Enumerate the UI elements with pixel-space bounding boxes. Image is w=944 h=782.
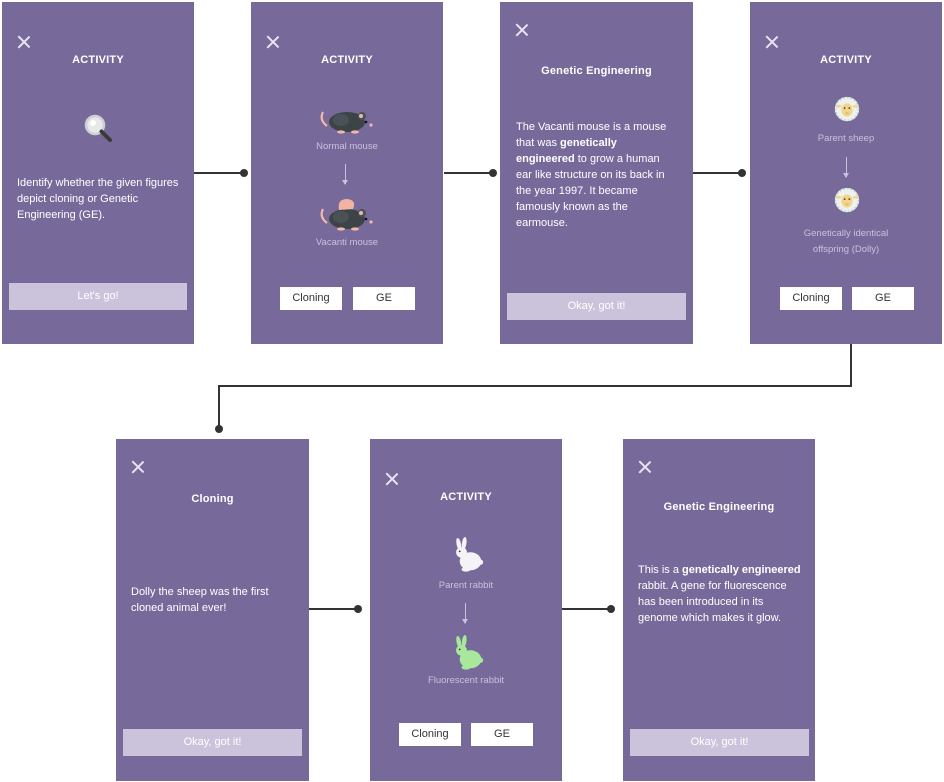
okay-got-it-button[interactable]: Okay, got it! <box>123 729 302 756</box>
parent-sheep-caption: Parent sheep <box>817 133 875 144</box>
connector-dot-6-7 <box>607 605 615 613</box>
vacanti-mouse-caption: Vacanti mouse <box>315 237 379 248</box>
sheep-icon <box>832 94 862 124</box>
down-arrow-icon <box>462 603 468 624</box>
card-ge-mouse-info: Genetic Engineering The Vacanti mouse is… <box>500 2 693 344</box>
card-title: ACTIVITY <box>321 54 373 66</box>
card-title: ACTIVITY <box>440 491 492 503</box>
connector-dot-1-2 <box>240 169 248 177</box>
close-icon[interactable] <box>132 461 144 473</box>
vacanti-mouse-icon <box>317 195 377 231</box>
parent-rabbit-caption: Parent rabbit <box>438 580 494 591</box>
sheep-icon <box>832 185 862 215</box>
card-ge-rabbit-info: Genetic Engineering This is a geneticall… <box>623 439 815 781</box>
connector-dot-4-5 <box>215 425 223 433</box>
connector-line-4-down <box>850 344 852 386</box>
mouse-icon <box>317 104 377 134</box>
card-title: Genetic Engineering <box>541 65 652 77</box>
card-title: ACTIVITY <box>820 54 872 66</box>
card-title: Genetic Engineering <box>663 501 775 513</box>
card-cloning-info: Cloning Dolly the sheep was the first cl… <box>116 439 309 781</box>
card-activity-rabbit: ACTIVITY Parent rabbit Fluorescent rabbi… <box>370 439 562 781</box>
down-arrow-icon <box>843 157 849 178</box>
rabbit-icon <box>448 537 484 573</box>
cloning-button[interactable]: Cloning <box>399 723 461 746</box>
dolly-caption: Genetically identical offspring (Dolly) <box>803 228 889 255</box>
card-intro: ACTIVITY Identify whether the given figu… <box>2 2 194 344</box>
connector-line-5-down <box>218 385 220 429</box>
ge-button[interactable]: GE <box>353 287 415 310</box>
close-icon[interactable] <box>766 36 778 48</box>
connector-dot-5-6 <box>354 605 362 613</box>
close-icon[interactable] <box>516 24 528 36</box>
connector-line-3-4 <box>693 172 743 174</box>
normal-mouse-caption: Normal mouse <box>316 141 378 152</box>
info-text: The Vacanti mouse is a mouse that was ge… <box>516 121 667 229</box>
card-title: Cloning <box>191 493 234 505</box>
instruction-text: Identify whether the given figures depic… <box>17 177 179 221</box>
ge-button[interactable]: GE <box>471 723 533 746</box>
magnifier-icon <box>84 114 112 142</box>
down-arrow-icon <box>342 164 348 185</box>
card-title: ACTIVITY <box>72 54 124 66</box>
close-icon[interactable] <box>18 36 30 48</box>
info-text: Dolly the sheep was the first cloned ani… <box>131 586 269 614</box>
okay-got-it-button[interactable]: Okay, got it! <box>507 293 686 320</box>
card-activity-sheep: ACTIVITY Parent sheep Genetically identi… <box>750 2 942 344</box>
connector-line-4-across <box>218 385 852 387</box>
connector-dot-3-4 <box>738 169 746 177</box>
connector-line-2-3 <box>444 172 494 174</box>
card-activity-mouse: ACTIVITY Normal mouse Vacanti mouse Clon… <box>251 2 443 344</box>
connector-line-5-6 <box>309 608 359 610</box>
connector-line-6-7 <box>562 608 612 610</box>
lets-go-button[interactable]: Let's go! <box>9 283 187 310</box>
cloning-button[interactable]: Cloning <box>780 287 842 310</box>
ge-button[interactable]: GE <box>852 287 914 310</box>
fluorescent-rabbit-caption: Fluorescent rabbit <box>427 675 505 686</box>
connector-dot-2-3 <box>489 169 497 177</box>
cloning-button[interactable]: Cloning <box>280 287 342 310</box>
close-icon[interactable] <box>267 36 279 48</box>
info-text: This is a genetically engineered rabbit.… <box>638 564 801 624</box>
close-icon[interactable] <box>386 473 398 485</box>
connector-line-1-2 <box>194 172 244 174</box>
okay-got-it-button[interactable]: Okay, got it! <box>630 729 809 756</box>
green-rabbit-icon <box>448 635 484 671</box>
close-icon[interactable] <box>639 461 651 473</box>
